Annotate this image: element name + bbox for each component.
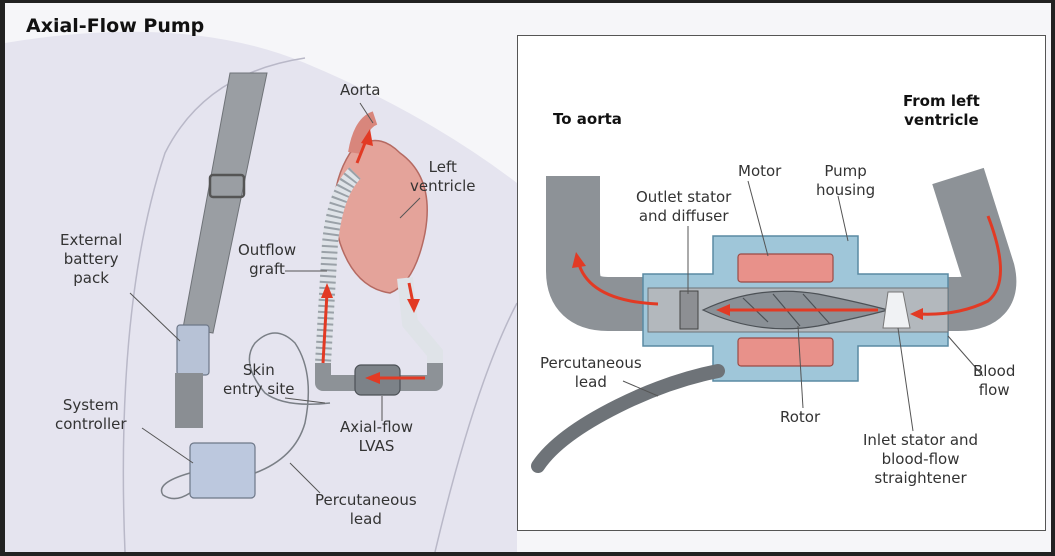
label-system-controller: System controller <box>55 396 127 434</box>
label-motor: Motor <box>738 162 781 181</box>
label-to-aorta: To aorta <box>553 110 622 129</box>
strap-lower <box>175 373 203 428</box>
motor-coil-bottom <box>738 338 833 366</box>
torso <box>5 32 517 552</box>
label-outflow-graft: Outflow graft <box>238 241 296 279</box>
outlet-stator <box>680 291 698 329</box>
leader-pump-housing <box>838 196 848 241</box>
label-external-battery-pack: External battery pack <box>60 231 122 288</box>
label-rotor: Rotor <box>780 408 820 427</box>
figure-title: Axial-Flow Pump <box>26 15 204 37</box>
figure: Axial-Flow Pump Aorta Left ventricle Out… <box>5 3 1051 552</box>
label-axial-flow-lvas: Axial-flow LVAS <box>340 418 413 456</box>
label-inlet-stator: Inlet stator and blood-flow straightener <box>863 431 978 488</box>
battery-pack <box>177 325 209 375</box>
label-percutaneous-lead-inset: Percutaneous lead <box>540 354 642 392</box>
label-percutaneous-lead: Percutaneous lead <box>315 491 417 529</box>
label-left-ventricle: Left ventricle <box>410 158 475 196</box>
label-skin-entry-site: Skin entry site <box>223 361 295 399</box>
motor-coil-top <box>738 254 833 282</box>
label-pump-housing: Pump housing <box>816 162 875 200</box>
pump-cross-section-inset: To aorta From left ventricle Motor Pump … <box>517 35 1046 531</box>
system-controller <box>190 443 255 498</box>
label-from-left-ventricle: From left ventricle <box>903 92 980 130</box>
label-outlet-stator: Outlet stator and diffuser <box>636 188 731 226</box>
label-aorta: Aorta <box>340 81 380 100</box>
label-blood-flow: Blood flow <box>973 362 1015 400</box>
